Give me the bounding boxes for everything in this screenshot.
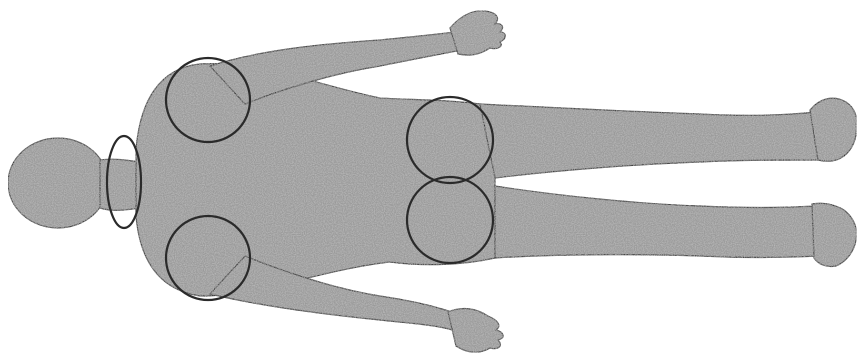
hand-lower — [448, 309, 503, 353]
hand-upper — [450, 11, 505, 55]
leg-upper — [480, 104, 822, 178]
foot-upper — [810, 98, 856, 161]
head — [8, 138, 108, 228]
leg-lower — [495, 186, 820, 258]
foot-lower — [812, 203, 857, 266]
